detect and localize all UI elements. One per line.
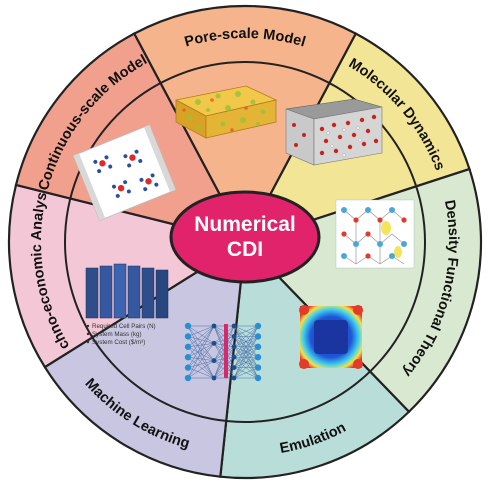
dft-lattice-illustration xyxy=(335,199,415,269)
segment-machine-learning xyxy=(43,239,247,478)
nn-edge xyxy=(233,367,259,379)
molecular-dynamics-illustration xyxy=(285,98,383,166)
nn-node xyxy=(184,374,192,382)
nn-edge xyxy=(187,336,215,361)
nn-edge xyxy=(233,357,259,379)
nn-edge xyxy=(187,343,215,368)
neural-network-illustration xyxy=(184,322,262,382)
nn-node xyxy=(231,334,237,339)
continuous-scale-illustration xyxy=(72,124,177,222)
nn-node xyxy=(231,375,237,381)
illustrations: Required Cell Pairs (N) System Mass (kg)… xyxy=(72,85,415,382)
nn-node xyxy=(254,333,262,340)
nn-edge xyxy=(187,325,215,337)
nn-edge xyxy=(187,325,215,368)
nn-node xyxy=(211,340,217,346)
nn-node xyxy=(254,354,262,361)
nn-edge xyxy=(187,336,215,344)
nn-node xyxy=(184,364,192,371)
nn-node xyxy=(211,323,217,329)
nn-node xyxy=(211,358,217,364)
center-title-line1: Numerical xyxy=(194,213,296,236)
center-title-line2: CDI xyxy=(227,238,263,261)
inner-ring xyxy=(64,61,426,423)
nn-highlight-bar xyxy=(224,324,228,378)
nn-edge xyxy=(187,356,215,361)
bullet-system-mass: System Mass (kg) xyxy=(92,331,142,338)
nn-node xyxy=(254,374,262,382)
nn-edge xyxy=(187,325,215,358)
center-hub: Numerical CDI xyxy=(169,190,321,284)
nn-edge xyxy=(233,325,259,368)
nn-edge xyxy=(187,343,215,379)
nn-node xyxy=(231,354,237,360)
nn-node xyxy=(184,343,192,350)
cell-stack-illustration: Required Cell Pairs (N) System Mass (kg)… xyxy=(85,263,169,346)
bullet-required-cell-pairs: Required Cell Pairs (N) xyxy=(92,323,156,330)
nn-node xyxy=(231,323,237,329)
nn-node xyxy=(211,375,217,381)
nn-edge xyxy=(187,325,215,344)
nn-node xyxy=(231,344,237,350)
nn-edge xyxy=(187,325,215,379)
nn-node xyxy=(184,333,192,340)
nn-edge xyxy=(187,325,215,347)
nn-edge xyxy=(233,325,259,379)
nn-edge xyxy=(233,325,259,337)
nn-edge xyxy=(187,360,215,368)
nn-edge xyxy=(187,343,215,358)
bullet-system-cost: System Cost ($/m³) xyxy=(92,339,145,346)
nn-node xyxy=(254,364,262,371)
pore-scale-illustration xyxy=(174,85,278,139)
nn-edge xyxy=(187,360,215,379)
nn-edge xyxy=(187,346,215,361)
nn-edge xyxy=(187,343,215,348)
nn-edge xyxy=(187,325,215,361)
nn-edge xyxy=(233,336,259,379)
nn-node xyxy=(254,343,262,350)
nn-node xyxy=(254,322,262,330)
nn-node xyxy=(184,354,192,361)
nn-edge xyxy=(233,325,259,358)
nn-edge xyxy=(233,325,259,347)
nn-edge xyxy=(233,346,259,379)
nn-node xyxy=(184,322,192,330)
nn-node xyxy=(231,365,237,370)
emulation-heatmap-illustration xyxy=(299,305,363,369)
